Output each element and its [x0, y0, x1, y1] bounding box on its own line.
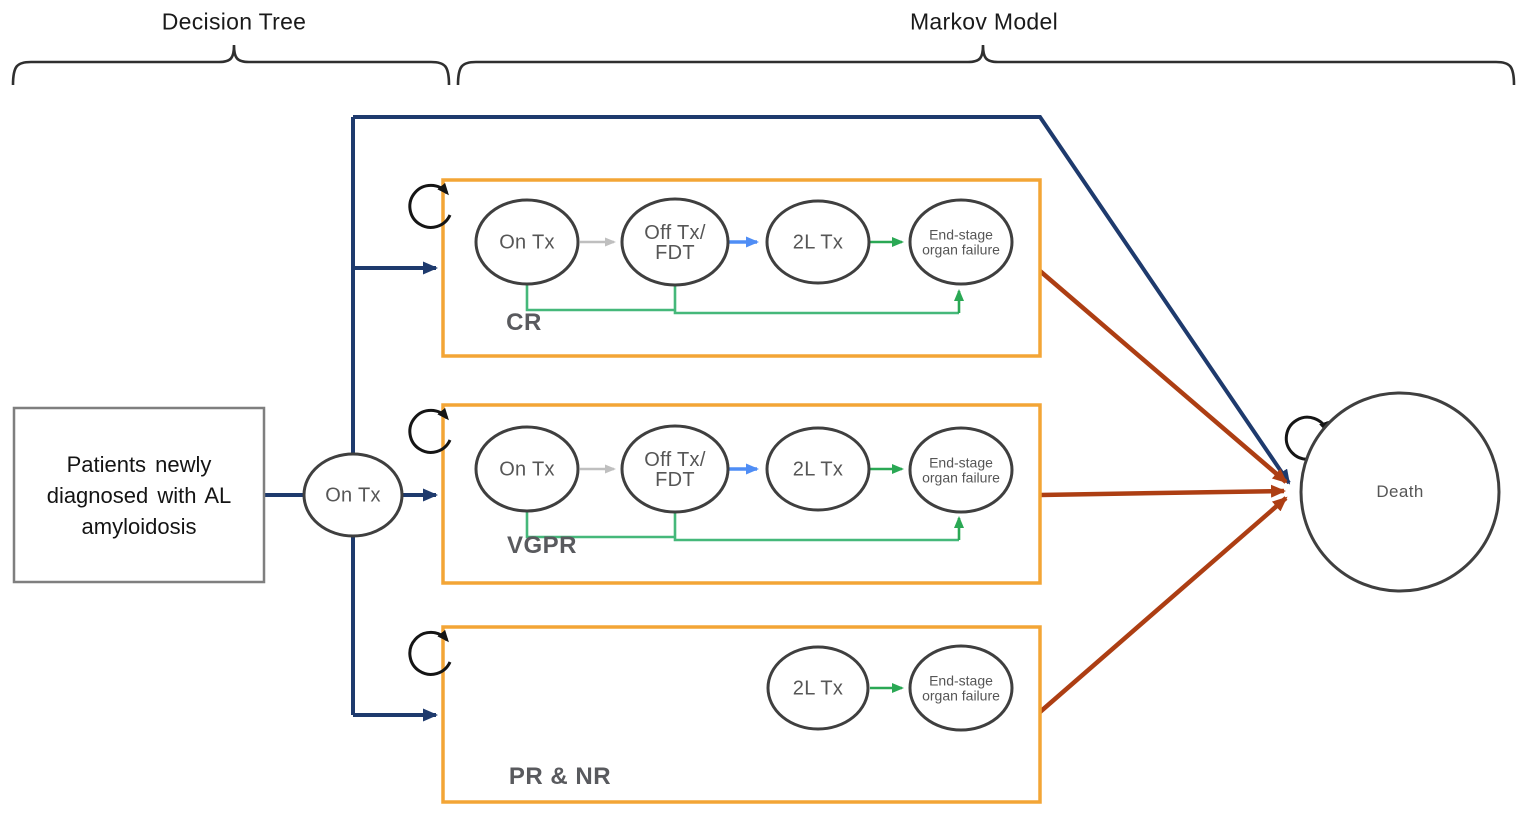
navy-connectors [264, 115, 1291, 722]
patient-box-outline [12, 406, 266, 584]
prnr-2ltx-node [766, 645, 870, 731]
blue-transitions [729, 236, 759, 475]
vgpr-endstage-node [908, 426, 1014, 514]
markov-model-brace [456, 44, 1516, 86]
root-ontx-node [302, 452, 404, 538]
prnr-to-death-line [1038, 496, 1288, 714]
cr-to-death-line [1038, 269, 1288, 484]
markov-boxes [441, 178, 1042, 804]
death-transitions [1038, 269, 1288, 714]
cr-box [441, 178, 1042, 358]
cr-self-loop-icon [408, 182, 452, 229]
prnr-self-loop-icon [408, 629, 452, 676]
cr-2ltx-node [765, 199, 871, 285]
green-bypass-lines [525, 283, 959, 542]
prnr-box [441, 625, 1042, 804]
nodes [12, 197, 1501, 732]
gray-transitions [580, 237, 616, 474]
prnr-endstage-node [908, 644, 1014, 732]
vgpr-offtx-node [620, 424, 730, 514]
cr-ontx-node [474, 198, 580, 286]
cr-endstage-node [908, 198, 1014, 286]
cr-ontx-bypass-line [525, 283, 675, 312]
cr-offtx-bypass-line [673, 283, 959, 315]
section-braces [11, 44, 1516, 86]
vgpr-ontx-node [474, 425, 580, 513]
vgpr-2ltx-node [765, 426, 871, 512]
vgpr-offtx-bypass-line [673, 510, 959, 542]
death-node [1299, 391, 1501, 593]
vgpr-to-death-line [1039, 484, 1286, 498]
top-route-to-death [353, 115, 1291, 485]
vgpr-box [441, 403, 1042, 585]
green-transitions [870, 237, 964, 693]
vgpr-ontx-bypass-line [525, 510, 675, 539]
decision-tree-brace [11, 44, 451, 86]
vgpr-self-loop-icon [408, 407, 452, 454]
cr-offtx-node [620, 197, 730, 287]
